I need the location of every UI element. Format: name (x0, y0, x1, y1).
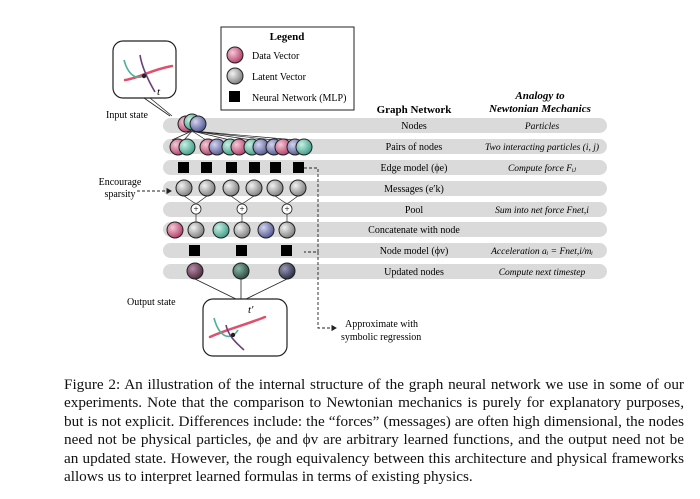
output-time-label: t′ (248, 304, 254, 316)
row-label-concat: Concatenate with node (368, 225, 460, 236)
edge-mlps (178, 162, 304, 173)
header-graph-network: Graph Network (377, 104, 453, 116)
row-label-pool: Pool (405, 205, 424, 216)
figure-diagram: Legend Data Vector Latent Vector Neural … (99, 26, 607, 357)
node-pairs (169, 138, 313, 156)
legend-item-data: Data Vector (252, 51, 300, 62)
header-analogy-1: Analogy to (514, 90, 565, 102)
legend-box (220, 26, 355, 111)
mlp-swatch (229, 91, 240, 102)
legend-item-latent: Latent Vector (252, 72, 307, 83)
concat-nodes (166, 221, 296, 239)
data-vector-swatch (226, 46, 244, 64)
figure-caption: Figure 2: An illustration of the interna… (64, 376, 684, 486)
messages (175, 179, 307, 197)
row-band-node-model (163, 243, 607, 258)
output-state-box (202, 298, 288, 357)
fan-lines (171, 130, 297, 141)
row-band-updated (163, 264, 607, 279)
analogy-updated: Compute next timestep (499, 268, 586, 278)
row-band-nodes (163, 118, 607, 133)
node-mlps (189, 245, 292, 256)
input-time-label: t (157, 86, 161, 98)
approx-label-2: symbolic regression (341, 332, 421, 343)
analogy-edge: Compute force Fᵢⱼ (508, 163, 577, 174)
pool-sums: + + + (183, 195, 299, 222)
row-label-messages: Messages (e′k) (384, 184, 444, 195)
updated-nodes (186, 262, 296, 301)
analogy-nodes: Particles (524, 122, 560, 132)
input-state: t Input state (106, 40, 177, 121)
input-state-label: Input state (106, 110, 148, 121)
row-label-pairs: Pairs of nodes (386, 142, 443, 153)
row-label-nodes: Nodes (401, 121, 427, 132)
latent-vector-swatch (226, 67, 244, 85)
svg-text:+: + (193, 204, 198, 214)
row-band-pool (163, 202, 607, 217)
row-band-concat (163, 222, 607, 237)
output-state-label: Output state (127, 297, 176, 308)
svg-text:+: + (239, 204, 244, 214)
analogy-pool: Sum into net force Fnet,i (495, 205, 589, 216)
output-state: t′ Output state (127, 297, 288, 357)
trajectory-purple (139, 54, 156, 93)
row-labels: Nodes Pairs of nodes Edge model (ϕe) Mes… (368, 121, 460, 278)
approx-label-1: Approximate with (345, 319, 418, 330)
sparsity-label: sparsity (104, 189, 135, 200)
svg-text:+: + (284, 204, 289, 214)
legend-title: Legend (270, 31, 305, 43)
analogy-labels: Particles Two interacting particles (i, … (485, 122, 599, 278)
row-label-node-model: Node model (ϕv) (380, 246, 449, 257)
row-label-updated: Updated nodes (384, 267, 444, 278)
legend-item-mlp: Neural Network (MLP) (252, 93, 346, 104)
analogy-node-model: Acceleration aᵢ = Fnet,i/mᵢ (490, 247, 593, 257)
encourage-label: Encourage (99, 177, 142, 188)
input-node-3 (189, 115, 207, 133)
regression-path (304, 167, 336, 328)
legend: Legend Data Vector Latent Vector Neural … (220, 26, 355, 111)
analogy-pairs: Two interacting particles (i, j) (485, 142, 599, 153)
header-analogy-2: Newtonian Mechanics (488, 103, 591, 115)
row-label-edge: Edge model (ϕe) (381, 163, 448, 174)
